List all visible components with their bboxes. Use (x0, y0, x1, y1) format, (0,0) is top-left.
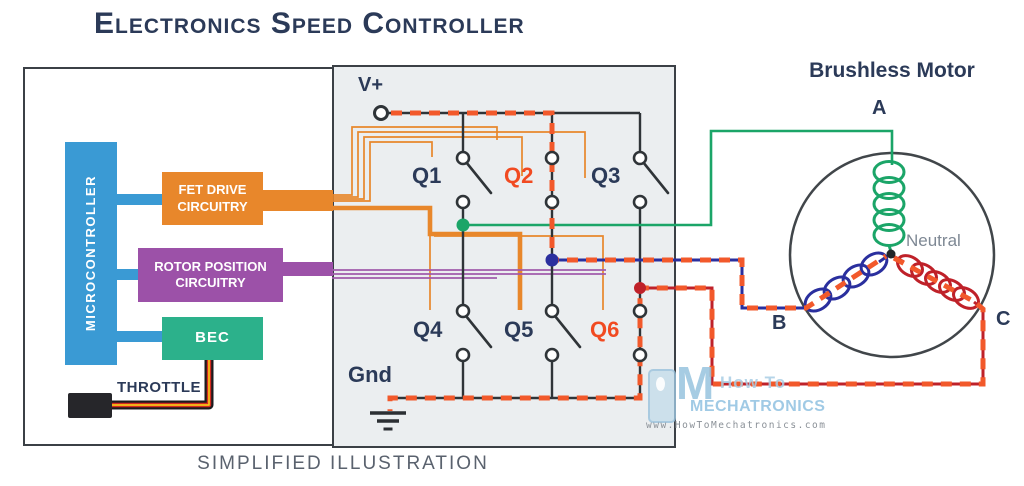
q5-lever (553, 314, 582, 349)
transistor-label-q3: Q3 (591, 163, 621, 188)
phase-a-junction-dot (456, 218, 470, 232)
phase-c-label: C (996, 308, 1011, 330)
watermark-logo-letter: M (676, 357, 715, 409)
transistor-bridge-box (332, 65, 676, 448)
phase-b-label: B (772, 312, 787, 334)
transistor-label-q1: Q1 (412, 163, 442, 188)
transistor-label-q4: Q4 (413, 317, 443, 342)
neutral-dot (886, 249, 896, 259)
fet-drive-label-line1: FET DRIVE (178, 182, 247, 198)
switch-terminals (455, 150, 648, 363)
phase-c-junction-dot (634, 282, 646, 294)
phase-b-junction-dot (545, 253, 559, 267)
bec-box: BEC (162, 317, 263, 360)
q3-lever (641, 160, 670, 195)
watermark-bulb-icon (656, 377, 665, 391)
bec-label: BEC (195, 329, 230, 347)
transistor-label-q6: Q6 (590, 317, 620, 342)
watermark-brand-main: MECHATRONICS (690, 398, 826, 415)
neutral-label: Neutral (906, 231, 961, 250)
microcontroller-box: MICROCONTROLLER (65, 142, 117, 365)
rotor-sense-lines (332, 269, 606, 279)
current-path-dashes (387, 110, 986, 411)
rotor-position-circuitry-box: ROTOR POSITION CIRCUITRY (138, 248, 283, 302)
ground-symbol (370, 411, 406, 431)
rotor-position-label-line1: ROTOR POSITION (154, 258, 267, 274)
fet-drive-circuitry-box: FET DRIVE CIRCUITRY (162, 172, 263, 225)
throttle-connector (68, 393, 112, 418)
caption: SIMPLIFIED ILLUSTRATION (197, 453, 489, 474)
vplus-label: V+ (358, 74, 384, 96)
rotor-position-bus (283, 262, 333, 276)
transistor-label-q5: Q5 (504, 317, 534, 342)
gate-drive-main-line (332, 205, 523, 310)
throttle-cable (112, 360, 214, 410)
watermark-brand-top: How To (720, 373, 787, 392)
page-title: Electronics Speed Controller (94, 7, 525, 40)
microcontroller-stubs (117, 194, 162, 342)
vplus-terminal (373, 105, 389, 121)
switch-levers (464, 160, 670, 349)
gnd-label: Gnd (348, 362, 392, 387)
phase-a-label: A (872, 97, 887, 119)
watermark-url: www.HowToMechatronics.com (646, 420, 827, 431)
q4-lever (464, 314, 493, 349)
q1-lever (464, 160, 493, 195)
motor-title: Brushless Motor (809, 59, 975, 82)
fet-drive-label-line2: CIRCUITRY (177, 198, 248, 214)
throttle-label: THROTTLE (117, 379, 201, 396)
transistor-label-q2: Q2 (504, 163, 534, 188)
rotor-position-label-line2: CIRCUITRY (175, 275, 246, 290)
fet-drive-bus (258, 190, 333, 211)
